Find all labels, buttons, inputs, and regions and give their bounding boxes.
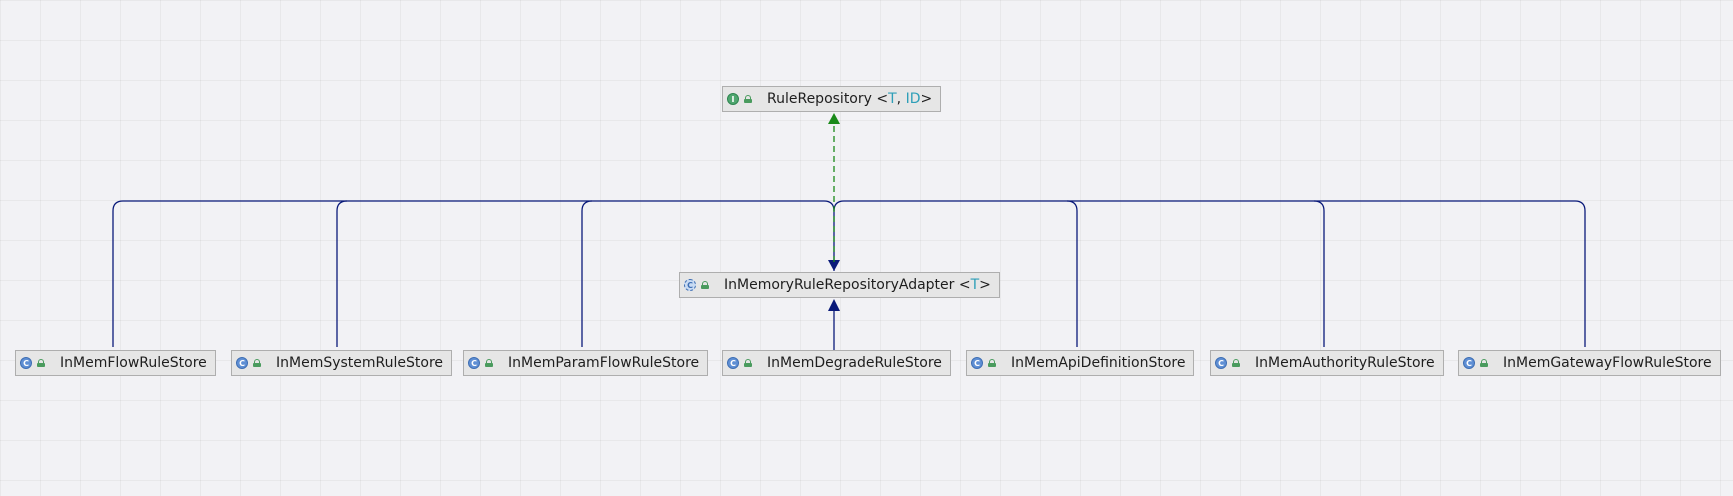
class-name: RuleRepository: [767, 91, 872, 107]
class-icon: C: [1215, 357, 1227, 369]
public-lock-icon: [253, 359, 261, 367]
edge-api-definition-store: [1066, 200, 1078, 347]
node-label: RuleRepository <T, ID>: [767, 91, 932, 107]
class-icon: C: [236, 357, 248, 369]
class-name: InMemGatewayFlowRuleStore: [1503, 355, 1712, 371]
class-icon: C: [727, 357, 739, 369]
type-bracket: >: [920, 91, 933, 107]
extends-arrowhead-adapter-top: [828, 260, 840, 271]
class-name: InMemSystemRuleStore: [276, 355, 444, 371]
extends-arrowhead-adapter-bottom: [828, 299, 840, 311]
public-lock-icon: [485, 359, 493, 367]
public-lock-icon: [988, 359, 996, 367]
type-bracket: <: [876, 91, 889, 107]
implements-arrowhead: [828, 113, 840, 124]
edge-param-flow-rule-store: [581, 200, 593, 347]
type-param: T: [888, 91, 897, 107]
edge-system-rule-store: [336, 200, 348, 347]
public-lock-icon: [1480, 359, 1488, 367]
edge-authority-rule-store: [1313, 200, 1325, 347]
class-icon: C: [971, 357, 983, 369]
class-name: InMemFlowRuleStore: [60, 355, 207, 371]
type-bracket: >: [979, 277, 991, 293]
class-name: InMemParamFlowRuleStore: [508, 355, 700, 371]
class-icon: C: [468, 357, 480, 369]
type-param: T: [970, 277, 980, 293]
interface-icon: I: [727, 93, 739, 105]
node-label: InMemoryRuleRepositoryAdapter <T>: [724, 277, 991, 293]
class-name: InMemApiDefinitionStore: [1011, 355, 1186, 371]
type-separator: ,: [896, 91, 906, 107]
node-inmem-flow-rule-store[interactable]: C InMemFlowRuleStore: [15, 350, 216, 376]
public-lock-icon: [1232, 359, 1240, 367]
node-inmem-param-flow-rule-store[interactable]: C InMemParamFlowRuleStore: [463, 350, 709, 376]
public-lock-icon: [37, 359, 45, 367]
type-param: ID: [905, 91, 921, 107]
node-in-memory-rule-repository-adapter[interactable]: C InMemoryRuleRepositoryAdapter <T>: [679, 272, 1000, 298]
public-lock-icon: [744, 95, 752, 103]
node-rule-repository[interactable]: I RuleRepository <T, ID>: [722, 86, 942, 112]
node-inmem-authority-rule-store[interactable]: C InMemAuthorityRuleStore: [1210, 350, 1444, 376]
class-icon: C: [20, 357, 32, 369]
class-name: InMemoryRuleRepositoryAdapter: [724, 277, 955, 293]
node-inmem-system-rule-store[interactable]: C InMemSystemRuleStore: [231, 350, 453, 376]
class-icon: C: [1463, 357, 1475, 369]
public-lock-icon: [701, 281, 709, 289]
node-inmem-gateway-flow-rule-store[interactable]: C InMemGatewayFlowRuleStore: [1458, 350, 1721, 376]
public-lock-icon: [744, 359, 752, 367]
class-name: InMemAuthorityRuleStore: [1255, 355, 1435, 371]
class-name: InMemDegradeRuleStore: [767, 355, 942, 371]
node-inmem-api-definition-store[interactable]: C InMemApiDefinitionStore: [966, 350, 1195, 376]
abstract-class-icon: C: [684, 279, 696, 291]
node-inmem-degrade-rule-store[interactable]: C InMemDegradeRuleStore: [722, 350, 951, 376]
type-bracket: <: [958, 277, 971, 293]
